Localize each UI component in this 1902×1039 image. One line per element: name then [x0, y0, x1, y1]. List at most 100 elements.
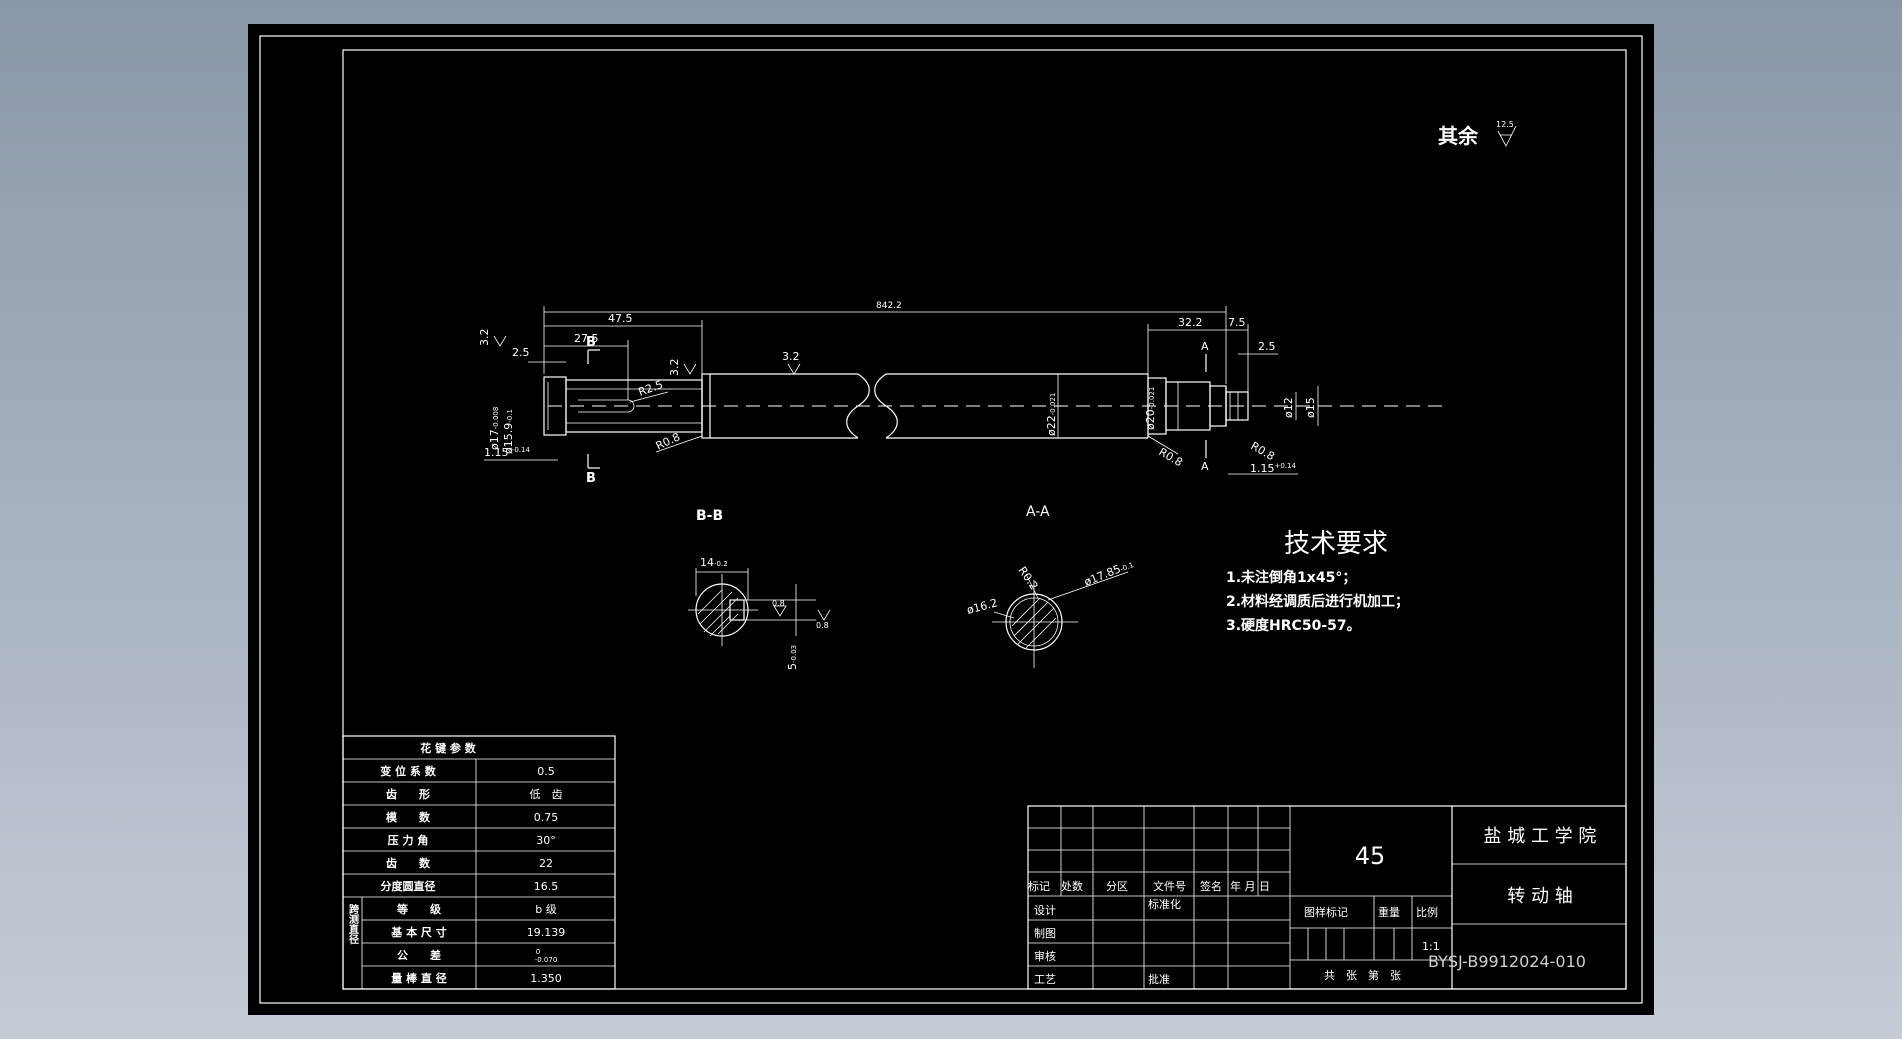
tech-req-item-1: 1.未注倒角1x45°； — [1226, 569, 1356, 586]
engineering-drawing: 其余 12.5 — [259, 35, 1643, 1004]
main-view-shaft: 842.2 47.5 27.5 2.5 32.2 7.5 2.5 3.2 3.2… — [478, 301, 1448, 486]
svg-text:30°: 30° — [536, 834, 556, 847]
tech-req-item-2: 2.材料经调质后进行机加工； — [1226, 593, 1409, 610]
svg-text:ø12: ø12 — [1282, 397, 1295, 418]
svg-text:1.350: 1.350 — [530, 972, 562, 985]
svg-text:32.2: 32.2 — [1178, 316, 1203, 329]
svg-text:模 数: 模 数 — [386, 810, 431, 824]
scale-value: 1:1 — [1422, 940, 1440, 953]
school-name: 盐 城 工 学 院 — [1484, 826, 1597, 847]
section-marker-b-bottom: B — [586, 471, 596, 486]
break-line-right — [874, 373, 898, 439]
outer-frame — [259, 35, 1643, 1004]
svg-text:1.15+0.14: 1.15+0.14 — [484, 446, 530, 459]
section-aa-title: A-A — [1026, 504, 1050, 520]
section-bb: B-B 14-0.2 0.8 0.8 5-0.03 — [688, 508, 831, 670]
svg-text:变 位 系 数: 变 位 系 数 — [380, 764, 436, 778]
keyway-slot — [578, 399, 635, 413]
svg-text:R2.5: R2.5 — [637, 378, 665, 399]
svg-text:14-0.2: 14-0.2 — [700, 556, 728, 569]
svg-text:基 本 尺 寸: 基 本 尺 寸 — [390, 925, 447, 939]
roughness-value: 12.5 — [1496, 120, 1514, 129]
svg-text:1.15+0.14: 1.15+0.14 — [1250, 462, 1296, 475]
svg-text:16.5: 16.5 — [534, 880, 559, 893]
svg-text:齿 形: 齿 形 — [386, 787, 430, 801]
inner-frame — [342, 49, 1627, 990]
spline-group-label: 跨测直径 — [347, 903, 359, 945]
section-marker-a-bottom: A — [1201, 460, 1209, 473]
svg-text:0.5: 0.5 — [537, 765, 555, 778]
svg-text:年 月 日: 年 月 日 — [1230, 879, 1270, 893]
svg-text:ø15.9-0.1: ø15.9-0.1 — [502, 409, 515, 454]
svg-text:图样标记: 图样标记 — [1304, 905, 1348, 919]
svg-text:设计: 设计 — [1034, 904, 1056, 917]
svg-text:R0.8: R0.8 — [1249, 439, 1277, 463]
section-marker-b-top: B — [586, 335, 596, 350]
spline-table-title: 花 键 参 数 — [420, 741, 476, 755]
svg-text:47.5: 47.5 — [608, 312, 633, 325]
svg-text:文件号: 文件号 — [1153, 879, 1186, 893]
svg-text:分度圆直径: 分度圆直径 — [381, 879, 436, 893]
svg-text:0.8: 0.8 — [772, 599, 785, 608]
section-aa: A-A ø17.85-0.1 R0.2 ø16.2 — [965, 504, 1135, 668]
svg-text:齿 数: 齿 数 — [386, 856, 431, 870]
svg-text:-0.070: -0.070 — [535, 956, 558, 964]
section-bb-title: B-B — [696, 508, 723, 524]
svg-text:比例: 比例 — [1416, 905, 1438, 919]
dim-overall-text: 842.2 — [876, 301, 902, 311]
svg-text:处数: 处数 — [1061, 880, 1083, 893]
svg-text:ø17.85-0.1: ø17.85-0.1 — [1082, 557, 1135, 588]
svg-text:签名: 签名 — [1200, 879, 1222, 893]
svg-text:ø16.2: ø16.2 — [965, 596, 999, 617]
svg-text:0: 0 — [536, 948, 540, 956]
svg-text:批准: 批准 — [1148, 972, 1170, 986]
spline-parameter-table: 花 键 参 数 变 位 系 数 0.5 齿 形 低 齿 模 数 0.75 压 力… — [342, 735, 616, 990]
svg-text:压 力 角: 压 力 角 — [388, 833, 429, 847]
svg-text:标记: 标记 — [1028, 879, 1050, 893]
svg-text:ø15: ø15 — [1304, 397, 1317, 418]
svg-text:b 级: b 级 — [535, 903, 556, 916]
part-name: 转 动 轴 — [1507, 886, 1572, 907]
svg-text:3.2: 3.2 — [668, 359, 681, 377]
svg-text:重量: 重量 — [1378, 905, 1400, 919]
technical-requirements: 技术要求 1.未注倒角1x45°； 2.材料经调质后进行机加工； 3.硬度HRC… — [1226, 529, 1409, 634]
svg-text:5-0.03: 5-0.03 — [786, 645, 799, 670]
svg-text:低 齿: 低 齿 — [530, 788, 563, 801]
roughness-mark-3: 3.2 — [782, 350, 801, 375]
tech-req-title: 技术要求 — [1284, 529, 1388, 559]
roughness-symbol-icon — [1497, 125, 1517, 147]
surface-roughness-note: 其余 12.5 — [1438, 120, 1517, 148]
svg-text:工艺: 工艺 — [1034, 973, 1056, 986]
svg-text:2.5: 2.5 — [1258, 340, 1276, 353]
drawing-number: BYSJ-B9912024-010 — [1428, 952, 1586, 971]
drawing-viewport[interactable]: 其余 12.5 — [248, 24, 1654, 1015]
svg-text:审核: 审核 — [1034, 949, 1056, 963]
svg-text:共 张 第 张: 共 张 第 张 — [1324, 968, 1401, 982]
svg-text:ø20-0.021: ø20-0.021 — [1144, 387, 1157, 430]
svg-text:ø22-0.021: ø22-0.021 — [1045, 393, 1058, 436]
roughness-label: 其余 — [1438, 124, 1479, 148]
svg-text:3.2: 3.2 — [782, 350, 800, 363]
roughness-mark-2: 3.2 — [668, 359, 697, 377]
material-value: 45 — [1355, 842, 1386, 870]
svg-text:22: 22 — [539, 857, 553, 870]
svg-text:7.5: 7.5 — [1228, 316, 1246, 329]
section-marker-a-top: A — [1201, 340, 1209, 353]
title-block: 标记 处数 分区 文件号 签名 年 月 日 设计 制图 审核 工艺 标准化 批准… — [1027, 805, 1627, 990]
roughness-mark-1: 3.2 — [478, 329, 507, 347]
svg-text:等 级: 等 级 — [396, 902, 442, 916]
svg-text:量 棒 直 径: 量 棒 直 径 — [391, 971, 447, 985]
svg-text:27.5: 27.5 — [574, 332, 599, 345]
svg-text:2.5: 2.5 — [512, 346, 530, 359]
svg-text:标准化: 标准化 — [1148, 897, 1181, 911]
svg-text:分区: 分区 — [1106, 880, 1128, 893]
svg-text:制图: 制图 — [1034, 927, 1056, 940]
tech-req-item-3: 3.硬度HRC50-57。 — [1226, 617, 1361, 634]
svg-text:0.8: 0.8 — [816, 621, 829, 630]
svg-text:R0.8: R0.8 — [1157, 445, 1185, 469]
svg-text:ø17-0.008: ø17-0.008 — [488, 407, 501, 450]
svg-text:R0.8: R0.8 — [654, 430, 682, 452]
svg-text:19.139: 19.139 — [527, 926, 566, 939]
break-line-left — [846, 373, 870, 439]
svg-text:0.75: 0.75 — [534, 811, 559, 824]
